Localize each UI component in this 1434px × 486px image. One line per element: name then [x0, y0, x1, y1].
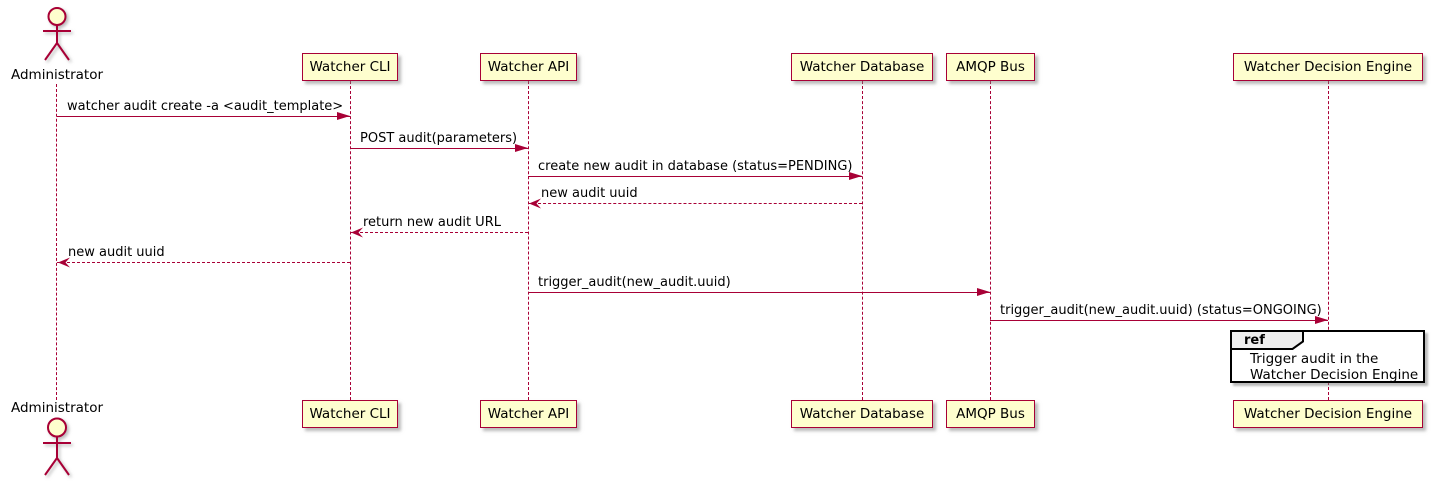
arrowhead-right-icon [977, 288, 990, 296]
participant-label: Watcher Database [799, 406, 925, 422]
participant-label: Watcher Decision Engine [1243, 59, 1413, 75]
ref-keyword: ref [1244, 333, 1265, 348]
arrowhead-right-icon [1315, 316, 1328, 324]
arrowhead-left-icon [351, 227, 363, 238]
message-line [350, 232, 528, 233]
ref-fragment: ref Trigger audit in the Watcher Decisio… [1230, 330, 1425, 383]
message-line [990, 320, 1328, 321]
message-line [528, 292, 990, 293]
participant-label: Watcher CLI [309, 406, 391, 422]
participant-label: Watcher Database [799, 59, 925, 75]
participant-watcher-cli-top: Watcher CLI [302, 53, 398, 81]
lifeline-watcher-api [528, 81, 529, 400]
arrowhead-right-icon [337, 112, 350, 120]
participant-watcher-database-top: Watcher Database [791, 53, 933, 81]
message-label: return new audit URL [363, 215, 501, 230]
message-label: create new audit in database (status=PEN… [538, 159, 853, 174]
participant-label: AMQP Bus [956, 59, 1025, 75]
actor-label-bottom: Administrator [10, 400, 104, 416]
message-line [57, 262, 350, 263]
participant-watcher-database-bottom: Watcher Database [791, 400, 933, 428]
participant-label: Watcher CLI [309, 59, 391, 75]
message-label: POST audit(parameters) [360, 131, 518, 146]
participant-label: Watcher API [487, 59, 570, 75]
participant-watcher-api-bottom: Watcher API [480, 400, 577, 428]
arrowhead-left-icon [529, 198, 541, 209]
actor-label-top: Administrator [10, 67, 104, 83]
participant-watcher-cli-bottom: Watcher CLI [302, 400, 398, 428]
ref-tag-pentagon-icon [1230, 330, 1304, 350]
lifeline-watcher-database [862, 81, 863, 400]
message-label: trigger_audit(new_audit.uuid) (status=ON… [1000, 303, 1322, 318]
actor-icon [43, 417, 71, 476]
participant-watcher-decision-engine-top: Watcher Decision Engine [1233, 53, 1423, 81]
actor-icon [43, 7, 71, 61]
participant-label: Watcher Decision Engine [1243, 406, 1413, 422]
ref-text-line1: Trigger audit in the [1250, 351, 1379, 367]
lifeline-watcher-decision-engine [1328, 81, 1329, 400]
message-label: watcher audit create -a <audit_template> [67, 99, 344, 114]
message-label: new audit uuid [68, 245, 165, 260]
message-label: trigger_audit(new_audit.uuid) [538, 275, 731, 290]
participant-amqp-bus-bottom: AMQP Bus [946, 400, 1035, 428]
participant-watcher-api-top: Watcher API [480, 53, 577, 81]
participant-watcher-decision-engine-bottom: Watcher Decision Engine [1233, 400, 1423, 428]
participant-label: AMQP Bus [956, 406, 1025, 422]
message-line [528, 203, 862, 204]
lifeline-watcher-cli [350, 81, 351, 400]
arrowhead-left-icon [58, 257, 70, 268]
arrowhead-right-icon [849, 172, 862, 180]
message-line [528, 176, 862, 177]
lifeline-amqp-bus [990, 81, 991, 400]
lifeline-administrator [56, 84, 57, 400]
participant-label: Watcher API [487, 406, 570, 422]
participant-amqp-bus-top: AMQP Bus [946, 53, 1035, 81]
message-line [57, 116, 350, 117]
arrowhead-right-icon [515, 144, 528, 152]
ref-text-line2: Watcher Decision Engine [1250, 367, 1419, 383]
message-line [350, 148, 528, 149]
message-label: new audit uuid [541, 186, 638, 201]
